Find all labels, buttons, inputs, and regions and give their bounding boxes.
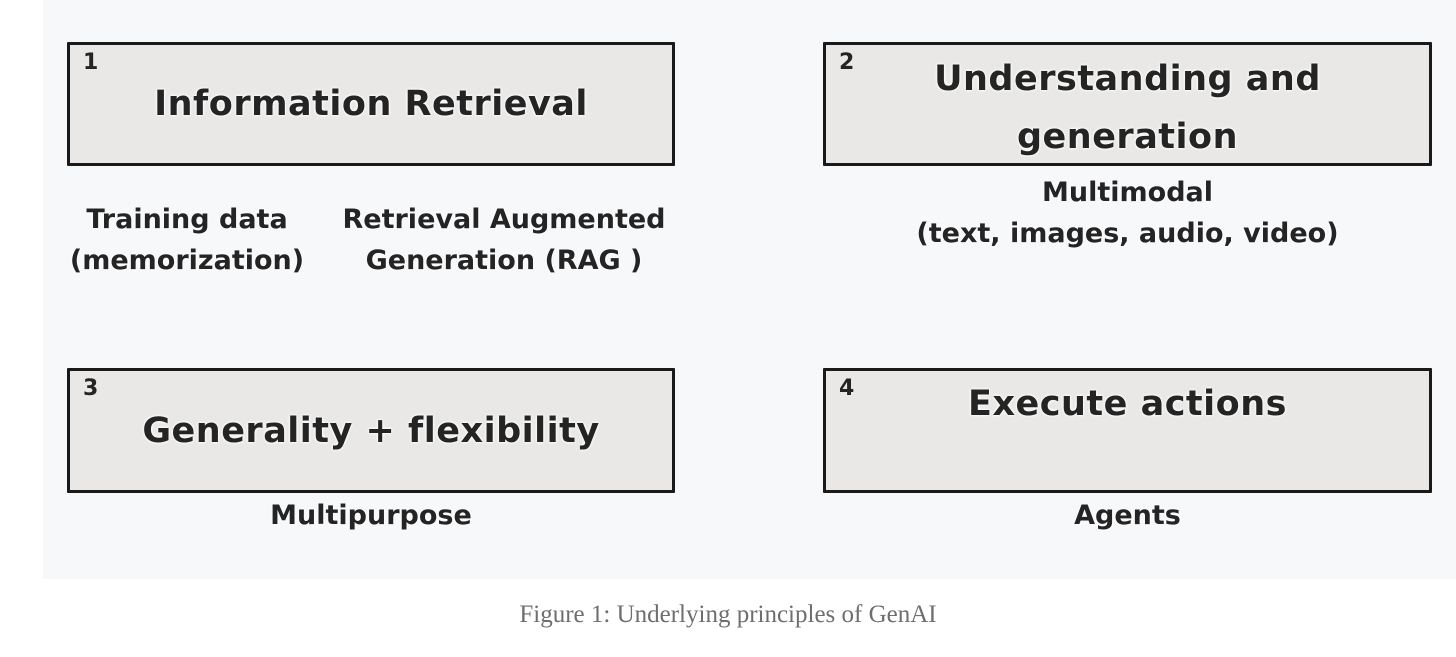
sublabel-rag: Retrieval Augmented Generation (RAG ) bbox=[342, 199, 665, 281]
box-title-generality-flexibility: Generality + flexibility bbox=[142, 411, 599, 451]
sublabel-line: Agents bbox=[1074, 500, 1181, 531]
principle-box-understanding-generation: 2 Understanding and generation bbox=[823, 42, 1432, 166]
box-title-execute-actions: Execute actions bbox=[826, 384, 1429, 424]
sublabel-line: Training data bbox=[86, 204, 288, 235]
box-title-understanding-generation: Understanding and generation bbox=[826, 45, 1429, 166]
box-title-information-retrieval: Information Retrieval bbox=[154, 84, 588, 124]
box-number-4: 4 bbox=[839, 376, 855, 401]
sublabel-line: Multimodal bbox=[1042, 177, 1213, 208]
box-title-line: Execute actions bbox=[968, 384, 1287, 424]
box-title-line: Understanding and bbox=[934, 59, 1321, 99]
box4-sublabel-agents: Agents bbox=[823, 500, 1432, 531]
sublabel-line: Retrieval Augmented bbox=[342, 204, 666, 235]
sublabel-line: (memorization) bbox=[69, 245, 305, 276]
box-title-line: Information Retrieval bbox=[154, 84, 588, 124]
principle-box-generality-flexibility: 3 Generality + flexibility bbox=[67, 368, 675, 493]
sublabel-line: (text, images, audio, video) bbox=[916, 218, 1339, 249]
box1-sublabels: Training data (memorization) Retrieval A… bbox=[67, 199, 675, 284]
box-number-3: 3 bbox=[83, 376, 99, 401]
box-number-2: 2 bbox=[839, 50, 855, 75]
box3-sublabel-multipurpose: Multipurpose bbox=[67, 500, 675, 531]
sublabel-line: Multipurpose bbox=[270, 500, 472, 531]
principle-box-execute-actions: 4 Execute actions bbox=[823, 368, 1432, 493]
principle-box-information-retrieval: 1 Information Retrieval bbox=[67, 42, 675, 166]
sublabel-training-data: Training data (memorization) bbox=[70, 199, 304, 281]
box-title-line: Generality + flexibility bbox=[142, 410, 600, 451]
figure-caption: Figure 1: Underlying principles of GenAI bbox=[519, 601, 937, 628]
box-title-line: generation bbox=[1016, 117, 1238, 157]
sublabel-line: Generation (RAG ) bbox=[365, 245, 643, 276]
box-number-1: 1 bbox=[83, 50, 99, 75]
box2-sublabel-multimodal: Multimodal (text, images, audio, video) bbox=[823, 172, 1432, 254]
